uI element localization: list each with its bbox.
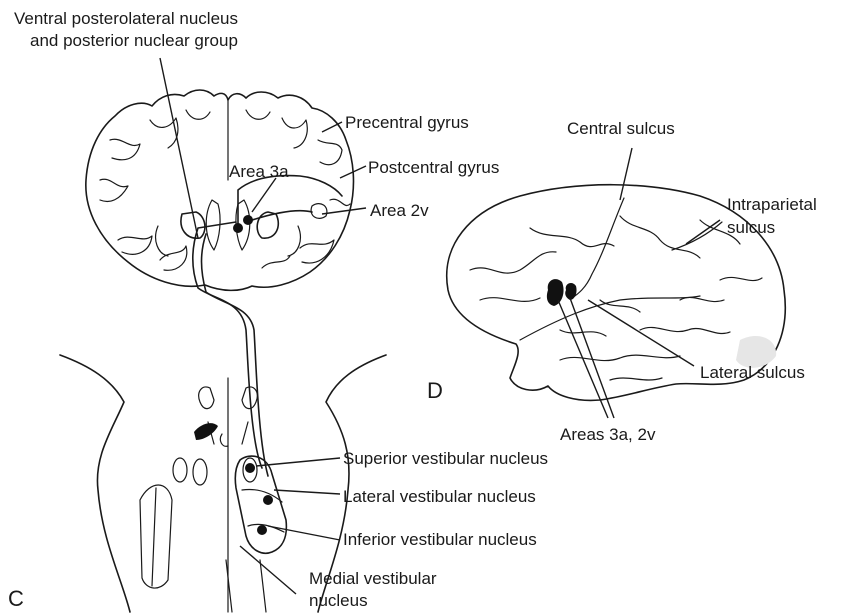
leader-area3a [252, 178, 276, 212]
label-intraparietal-line2: sulcus [727, 217, 775, 238]
panel-label-c: C [8, 586, 24, 612]
label-vpl-line2: and posterior nuclear group [30, 30, 238, 51]
leader-vpl [160, 58, 198, 238]
leader-lateral-sulcus [588, 300, 694, 366]
lateral-vestibular-dot [263, 495, 273, 505]
label-intraparietal-line1: Intraparietal [727, 194, 817, 215]
central-sulcus-line [572, 198, 624, 298]
label-area-2v: Area 2v [370, 200, 429, 221]
label-lateral-vestibular-nucleus: Lateral vestibular nucleus [343, 486, 536, 507]
lateral-sulcus-line [520, 296, 700, 340]
insula [156, 226, 301, 256]
thalamic-nucleus-dot-1 [233, 223, 243, 233]
leader-intraparietal [686, 220, 720, 244]
leader-inferior-vestibular [268, 526, 340, 540]
label-areas-3a-2v: Areas 3a, 2v [560, 424, 655, 445]
inferior-vestibular-dot [257, 525, 267, 535]
label-vpl-line1: Ventral posterolateral nucleus [14, 8, 238, 29]
coronal-brain-section [86, 90, 354, 290]
leader-lateral-vestibular [274, 490, 340, 494]
label-inferior-vestibular-nucleus: Inferior vestibular nucleus [343, 529, 537, 550]
label-area-3a: Area 3a [229, 161, 289, 182]
pathway-tract-right [202, 234, 269, 476]
area-2v-region [311, 204, 327, 219]
label-superior-vestibular-nucleus: Superior vestibular nucleus [343, 448, 548, 469]
brainstem-outline-left [60, 355, 130, 612]
label-medial-vestibular-line1: Medial vestibular [309, 568, 437, 589]
label-precentral-gyrus: Precentral gyrus [345, 112, 469, 133]
pathway-to-area2v [246, 211, 312, 222]
label-postcentral-gyrus: Postcentral gyrus [368, 157, 499, 178]
nucleus-blob [194, 423, 218, 440]
leader-central-sulcus [620, 148, 632, 200]
panel-label-d: D [427, 378, 443, 404]
leader-area2v [322, 208, 366, 214]
pyramid-left [140, 485, 172, 588]
oval-left-2 [193, 459, 207, 485]
lateral-brain-gyri [470, 216, 762, 380]
label-central-sulcus: Central sulcus [567, 118, 675, 139]
oval-left-1 [173, 458, 187, 482]
label-medial-vestibular-line2: nucleus [309, 590, 368, 611]
label-lateral-sulcus: Lateral sulcus [700, 362, 805, 383]
medial-column [226, 560, 266, 612]
superior-vestibular-dot [245, 463, 255, 473]
thalamic-nucleus-dot-2 [243, 215, 253, 225]
vestibular-pathway [193, 176, 342, 476]
leader-superior-vestibular [256, 458, 340, 466]
